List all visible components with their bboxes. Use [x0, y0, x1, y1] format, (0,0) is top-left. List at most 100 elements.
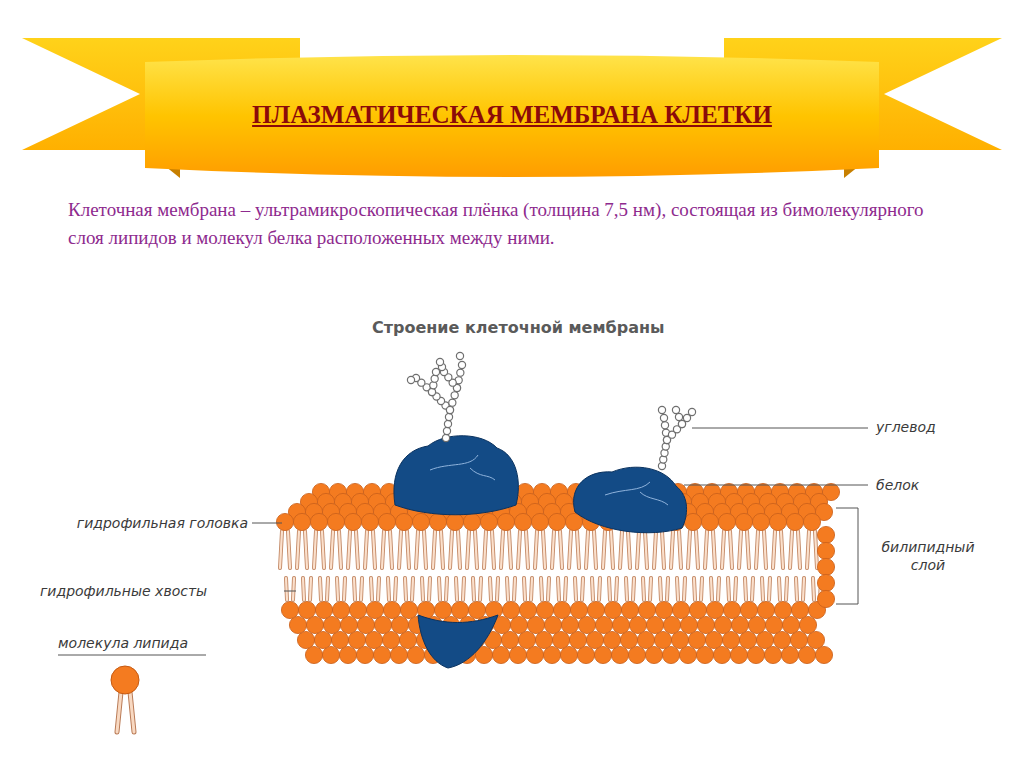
- sugar-unit: [678, 420, 685, 427]
- lipid-tail: [361, 578, 362, 600]
- sugar-unit: [444, 420, 451, 427]
- lipid-tail: [507, 578, 508, 600]
- lipid-tail: [626, 578, 627, 600]
- lipid-tail: [796, 578, 797, 600]
- lipid-tail: [348, 531, 350, 568]
- lipid-tail: [337, 578, 338, 600]
- lipid-tail: [735, 578, 736, 600]
- lipid-tail: [356, 531, 358, 568]
- lipid-head: [492, 646, 509, 663]
- lipid-tail: [694, 578, 695, 600]
- lipid-head: [731, 616, 748, 633]
- lipid-tail: [713, 531, 715, 568]
- lipid-tail: [535, 531, 537, 568]
- lipid-tail: [620, 531, 622, 568]
- lipid-tail: [779, 578, 780, 600]
- lipid-tail: [773, 531, 775, 568]
- lipid-tail: [728, 578, 729, 600]
- lipid-tail: [331, 531, 333, 568]
- lipid-head: [314, 631, 331, 648]
- lipid-tail: [288, 531, 290, 568]
- lipid-head: [714, 616, 731, 633]
- lipid-head: [315, 601, 332, 618]
- lipid-tail: [592, 578, 593, 600]
- lipid-tail: [524, 578, 525, 600]
- leader-line: [58, 655, 206, 656]
- sugar-unit: [428, 388, 435, 395]
- lipid-head: [510, 616, 527, 633]
- lipid-head: [817, 590, 834, 607]
- lipid-tail: [305, 531, 307, 568]
- lipid-head: [310, 513, 327, 530]
- lipid-tail: [575, 578, 576, 600]
- sugar-unit: [428, 388, 435, 395]
- lipid-tail: [662, 531, 664, 568]
- lipid-tail: [569, 531, 571, 568]
- lipid-tail: [752, 578, 753, 600]
- lipid-head: [747, 646, 764, 663]
- lipid-tail: [433, 531, 435, 568]
- lipid-tail: [322, 531, 324, 568]
- lipid-tail: [773, 531, 775, 568]
- lipid-tail: [667, 578, 668, 600]
- lipid-tail: [390, 531, 392, 568]
- lipid-tail: [620, 531, 622, 568]
- lipid-tail: [803, 578, 804, 600]
- lipid-tail: [541, 578, 542, 600]
- lipid-head: [526, 646, 543, 663]
- lipid-head: [349, 601, 366, 618]
- lipid-tail: [492, 531, 494, 568]
- lipid-tail: [373, 531, 375, 568]
- sugar-unit: [658, 406, 665, 413]
- lipid-tail: [688, 531, 690, 568]
- lipid-molecule-icon: [111, 666, 139, 732]
- lipid-tail: [382, 531, 384, 568]
- lipid-tail: [592, 578, 593, 600]
- lipid-tail: [628, 531, 630, 568]
- lipid-tail: [722, 531, 724, 568]
- lipid-tail: [560, 531, 562, 568]
- lipid-tail: [535, 531, 537, 568]
- lipid-head: [739, 631, 756, 648]
- lipid-head: [740, 601, 757, 618]
- lipid-tail: [609, 578, 610, 600]
- lipid-tail: [405, 578, 406, 600]
- lipid-tail: [344, 578, 345, 600]
- lipid-tail: [526, 531, 528, 568]
- lipid-tail: [371, 578, 372, 600]
- lipid-tail: [781, 531, 783, 568]
- lipid-tail: [424, 531, 426, 568]
- lipid-tail: [779, 578, 780, 600]
- protein: [394, 436, 518, 515]
- lipid-head: [781, 646, 798, 663]
- lipid-head: [289, 616, 306, 633]
- lipid-head: [689, 601, 706, 618]
- lipid-tail: [645, 531, 647, 568]
- lipid-tail: [371, 578, 372, 600]
- lipid-tail: [475, 531, 477, 568]
- lipid-tail: [305, 531, 307, 568]
- lipid-head: [502, 601, 519, 618]
- lipid-head: [773, 631, 790, 648]
- protein-fold: [605, 482, 668, 505]
- lipid-tail: [320, 578, 321, 600]
- lipid-head: [344, 513, 361, 530]
- lipid-head: [782, 616, 799, 633]
- lipid-tail: [293, 578, 294, 600]
- leader-line: [284, 591, 296, 592]
- lipid-head: [323, 616, 340, 633]
- lipid-tail: [322, 531, 324, 568]
- lipid-tail: [473, 578, 474, 600]
- lipid-head: [663, 616, 680, 633]
- lipid-tail: [390, 531, 392, 568]
- lipid-tail: [378, 578, 379, 600]
- lipid-head: [322, 646, 339, 663]
- lipid-tail: [616, 578, 617, 600]
- lipid-head: [497, 513, 514, 530]
- lipid-tail: [790, 531, 792, 568]
- lipid-head: [340, 616, 357, 633]
- lipid-tail: [552, 531, 554, 568]
- lipid-tail: [365, 531, 367, 568]
- sugar-unit: [661, 422, 668, 429]
- protein-fold: [430, 455, 495, 480]
